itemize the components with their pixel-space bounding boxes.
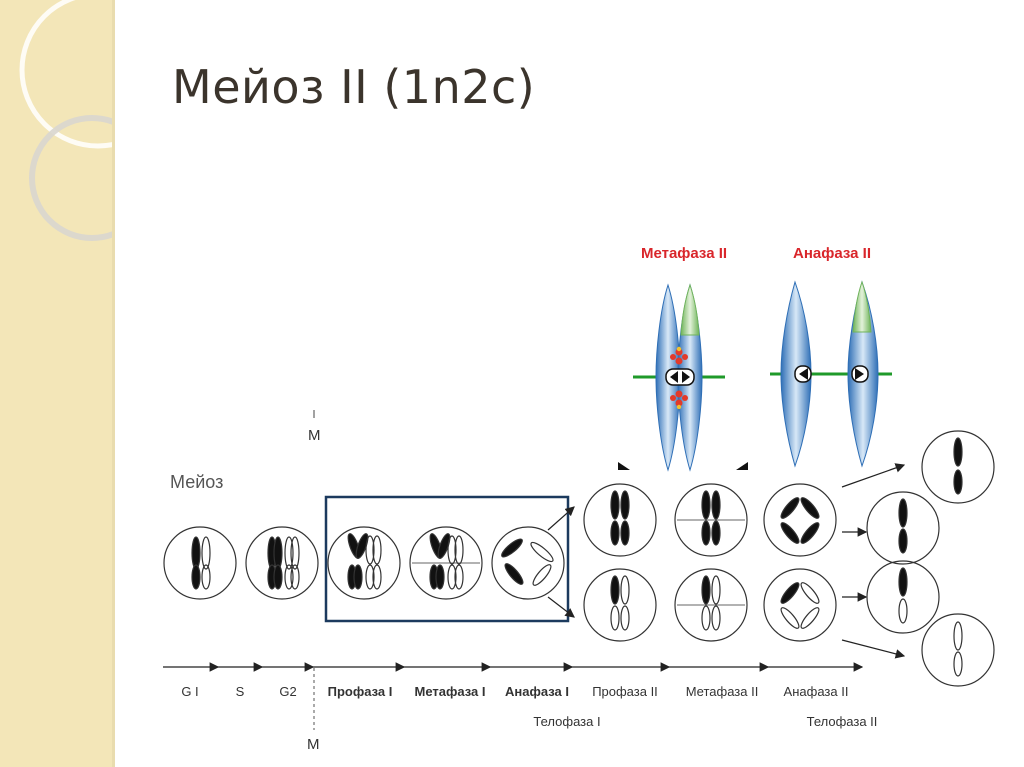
timeline-label-s: S <box>236 684 245 699</box>
timeline-label-prophase-1: Профаза I <box>328 684 393 699</box>
decorative-side-band <box>0 0 115 767</box>
daughter-cell-2 <box>866 491 940 565</box>
centromere-proteins <box>670 348 688 407</box>
daughter-cell-3 <box>866 560 940 634</box>
m-marker-top: M <box>308 427 321 444</box>
cell-g1 <box>163 526 237 600</box>
cell-anaphase-1 <box>491 526 565 600</box>
cell-metaphase-2-upper <box>674 483 748 557</box>
timeline-label-anaphase-1: Анафаза I <box>505 684 569 699</box>
timeline-label-metaphase-2: Метафаза II <box>686 684 759 699</box>
timeline-sub-telophase-1: Телофаза I <box>533 714 600 729</box>
decorative-rings <box>19 0 112 241</box>
cell-metaphase-1 <box>409 526 483 600</box>
meiosis-i-highlight-box <box>324 495 570 623</box>
slide-title: Мейоз II (1n2c) <box>172 60 536 114</box>
section-label: Мейоз <box>170 472 223 492</box>
timeline-label-g1: G I <box>181 684 198 699</box>
cell-prophase-2-upper <box>583 483 657 557</box>
timeline-labels: G I S G2 Профаза I Метафаза I Анафаза I … <box>181 684 877 729</box>
timeline-label-anaphase-2: Анафаза II <box>784 684 849 699</box>
anaphase2-inset <box>770 280 892 468</box>
timeline-label-prophase-2: Профаза II <box>592 684 658 699</box>
cell-anaphase-2-upper <box>763 483 837 557</box>
m-marker-bottom: M <box>307 736 320 753</box>
inset-label-anaphase2: Анафаза II <box>793 245 871 262</box>
timeline-label-metaphase-1: Метафаза I <box>415 684 486 699</box>
daughter-cell-1 <box>921 430 995 504</box>
inset-label-metaphase2: Метафаза II <box>641 245 727 262</box>
cell-anaphase-2-lower <box>763 568 837 642</box>
timeline-label-g2: G2 <box>279 684 296 699</box>
cell-prophase-1 <box>327 526 401 600</box>
timeline-sub-telophase-2: Телофаза II <box>807 714 878 729</box>
cell-s <box>245 526 319 600</box>
daughter-cell-4 <box>921 613 995 687</box>
cell-metaphase-2-lower <box>674 568 748 642</box>
cell-prophase-2-lower <box>583 568 657 642</box>
metaphase2-inset <box>618 283 748 472</box>
